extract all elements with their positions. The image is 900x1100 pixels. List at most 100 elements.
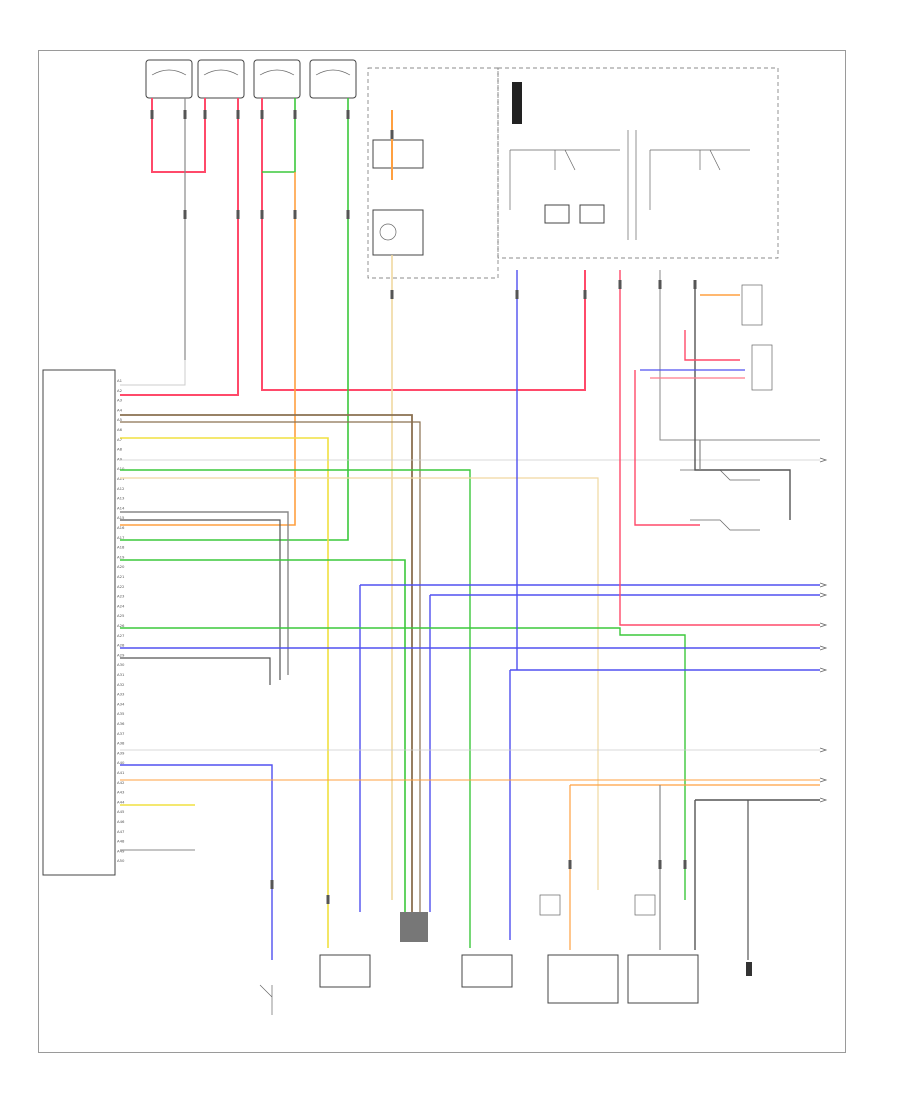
connector-marker	[515, 290, 519, 299]
wire-continuation-arrow	[819, 797, 828, 803]
wire-continuation-arrow	[819, 667, 828, 673]
connector-marker	[183, 210, 187, 219]
fuse-element	[512, 82, 522, 124]
ecm-pin-label: A23	[117, 594, 125, 599]
ecm-pin-label: A21	[117, 574, 125, 579]
ecm-pin-label: A20	[117, 564, 125, 569]
red-wire	[684, 330, 740, 361]
green-wire	[120, 469, 471, 948]
ecm-pin-label: A12	[117, 486, 125, 491]
ecm-pin-label: A9	[117, 456, 123, 461]
wire-continuation-arrow	[819, 777, 828, 783]
wire-continuation-arrow	[819, 747, 828, 753]
diagram-frame	[38, 50, 846, 1053]
green-wire	[120, 98, 349, 541]
connector-marker	[618, 280, 622, 289]
ecm-pin-label: A17	[117, 535, 125, 540]
ecm-pin-label: A40	[117, 760, 125, 765]
right-components	[680, 284, 773, 531]
ecm-pin-label: A26	[117, 623, 125, 628]
wire-continuation-arrow	[819, 582, 828, 588]
connector-marker	[260, 210, 264, 219]
bus-bars	[627, 130, 637, 240]
relay-box	[372, 209, 424, 256]
ecm-pin-label: A7	[117, 437, 123, 442]
side-component	[751, 344, 773, 391]
relay-coil	[379, 223, 397, 241]
wire-continuation-arrow	[819, 592, 828, 598]
ecm-pin-label: A13	[117, 496, 125, 501]
orange-wire	[120, 172, 296, 526]
connector-marker	[260, 110, 264, 119]
ecm-pin-label: A5	[117, 417, 123, 422]
ecm-pin-label: A34	[117, 701, 125, 706]
component-box	[309, 59, 357, 99]
ecm-pin-label: A15	[117, 515, 125, 520]
component-box	[197, 59, 245, 99]
ignition-coil-box	[627, 954, 699, 1004]
ecm-pin-label: A37	[117, 731, 125, 736]
relay-switch	[680, 469, 760, 481]
ecm-pin-label: A19	[117, 554, 125, 559]
ecm-pin-label: A27	[117, 633, 125, 638]
connector-marker	[346, 210, 350, 219]
connector-marker	[390, 290, 394, 299]
ecm-pin-label: A22	[117, 584, 125, 589]
connector-block	[400, 912, 428, 942]
coil-connector	[634, 894, 656, 916]
ecm-pin-label: A35	[117, 711, 125, 716]
ecm-pin-label: A4	[117, 407, 123, 412]
pale-wire	[120, 360, 186, 386]
ecm-pin-label: A1	[117, 378, 123, 383]
black-wire	[694, 285, 791, 520]
ecm-pin-label: A36	[117, 721, 125, 726]
ecm-pin-label: A32	[117, 682, 125, 687]
component-box	[145, 59, 193, 99]
ecm-pin-label: A25	[117, 613, 125, 618]
red-wire	[151, 98, 206, 173]
ecm-pin-label: A47	[117, 829, 125, 834]
ecm-pin-label: A41	[117, 770, 125, 775]
connector-marker	[568, 860, 572, 869]
relay-contacts	[509, 149, 620, 210]
side-component	[741, 284, 763, 326]
connector-marker	[293, 110, 297, 119]
wire-continuation-arrow	[819, 457, 828, 463]
relay-switch	[690, 519, 760, 531]
gauge-arc	[151, 69, 351, 76]
ecm-pin-label: A45	[117, 809, 125, 814]
connector-marker	[658, 280, 662, 289]
component-box	[253, 59, 301, 99]
red-wire	[120, 98, 239, 396]
yellow-wire	[120, 437, 329, 948]
top-left-components	[145, 59, 357, 99]
ecm-pin-label: A43	[117, 790, 125, 795]
red-wire	[634, 370, 700, 526]
ecm-pin-label: A46	[117, 819, 125, 824]
ecm-pin-label: A2	[117, 388, 123, 393]
fuse-block-outline	[367, 67, 499, 279]
ecm-pin-label: A48	[117, 839, 125, 844]
ecm-pin-label: A28	[117, 643, 125, 648]
connector-marker	[583, 290, 587, 299]
blue-wire	[120, 764, 273, 960]
ecm-module: A1A2A3A4A5A6A7A8A9A10A11A12A13A14A15A16A…	[42, 369, 125, 876]
green-wire	[262, 98, 296, 173]
connector-marker	[658, 860, 662, 869]
ecm-pin-label: A10	[117, 466, 125, 471]
red-wire	[261, 98, 586, 391]
ecm-pin-label: A42	[117, 780, 125, 785]
wire-continuation-arrow	[819, 645, 828, 651]
ecm-pin-label: A33	[117, 692, 125, 697]
ecm-pin-label: A3	[117, 398, 123, 403]
ecm-pin-label: A29	[117, 652, 125, 657]
ignition-coil-box	[547, 954, 619, 1004]
connector-marker	[183, 110, 187, 119]
green-wire	[120, 559, 406, 912]
connector-marker	[236, 110, 240, 119]
connector-marker	[326, 895, 330, 904]
brown-wire	[120, 414, 413, 912]
relay-contacts-2	[649, 149, 750, 210]
black-wire	[120, 519, 281, 680]
